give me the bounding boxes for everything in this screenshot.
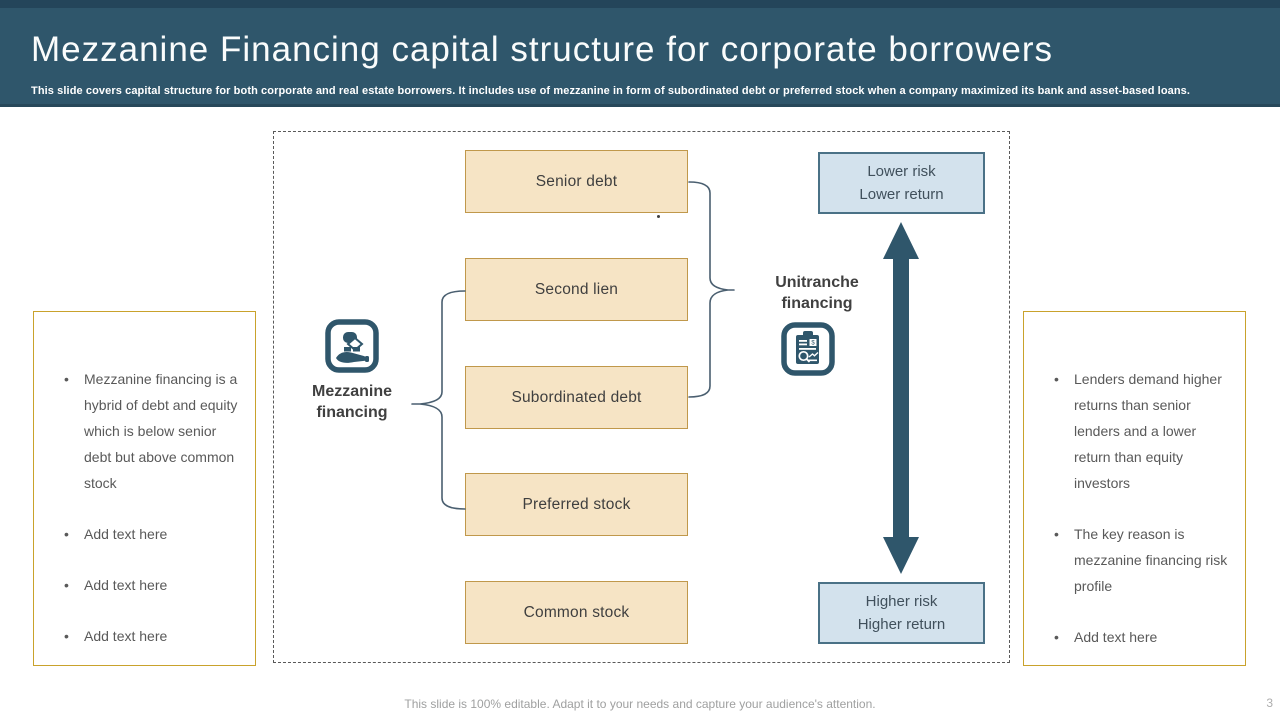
risk-line: Higher risk xyxy=(865,593,938,610)
lower-risk-box: Lower risk Lower return xyxy=(818,152,985,214)
list-item: • Mezzanine financing is a hybrid of debt… xyxy=(62,366,243,496)
bullet-dot: • xyxy=(64,577,69,593)
stack-box-second-lien: Second lien xyxy=(465,258,688,321)
bullet-dot: • xyxy=(1054,371,1059,387)
stack-box-subordinated-debt: Subordinated debt xyxy=(465,366,688,429)
list-item: • Add text here xyxy=(1052,624,1233,650)
header: Mezzanine Financing capital structure fo… xyxy=(0,0,1280,107)
left-notes-panel: • Mezzanine financing is a hybrid of debt… xyxy=(33,311,256,666)
footer-note: This slide is 100% editable. Adapt it to… xyxy=(404,697,876,711)
list-item: • Lenders demand higher returns than seni… xyxy=(1052,366,1233,496)
unitranche-brace xyxy=(688,181,735,398)
bullet-text: Add text here xyxy=(1074,629,1158,645)
right-notes-panel: • Lenders demand higher returns than seni… xyxy=(1023,311,1246,666)
risk-line: Lower return xyxy=(859,186,944,203)
bullet-dot: • xyxy=(64,628,69,644)
stack-box-senior-debt: Senior debt xyxy=(465,150,688,213)
bullet-text: The key reason is mezzanine financing ri… xyxy=(1074,526,1228,594)
bullet-dot: • xyxy=(64,371,69,387)
left-bullet-list: • Mezzanine financing is a hybrid of debt… xyxy=(34,312,255,649)
stack-box-common-stock: Common stock xyxy=(465,581,688,644)
page-number: 3 xyxy=(1266,696,1273,710)
slide-subtitle: This slide covers capital structure for … xyxy=(31,85,1191,97)
bullet-text: Add text here xyxy=(84,526,168,542)
risk-line: Lower risk xyxy=(867,163,936,180)
bullet-dot: • xyxy=(64,526,69,542)
mezzanine-brace xyxy=(411,290,466,510)
right-bullet-list: • Lenders demand higher returns than seni… xyxy=(1024,312,1245,650)
bullet-text: Add text here xyxy=(84,577,168,593)
clipboard-analysis-icon: $ xyxy=(780,321,836,377)
list-item: • Add text here xyxy=(62,572,243,598)
list-item: • Add text here xyxy=(62,623,243,649)
unitranche-financing-label: Unitranche financing xyxy=(775,274,859,312)
bullet-dot: • xyxy=(1054,526,1059,542)
stray-dot-artifact xyxy=(657,215,660,218)
header-top-strip xyxy=(0,0,1280,8)
diagram-dashed-container xyxy=(273,131,1010,663)
higher-risk-box: Higher risk Higher return xyxy=(818,582,985,644)
slide-title: Mezzanine Financing capital structure fo… xyxy=(31,30,1053,69)
double-headed-arrow xyxy=(883,222,919,574)
bullet-text: Mezzanine financing is a hybrid of debt … xyxy=(84,371,238,491)
hand-holding-money-icon xyxy=(324,318,380,374)
stack-box-preferred-stock: Preferred stock xyxy=(465,473,688,536)
list-item: • The key reason is mezzanine financing r… xyxy=(1052,521,1233,599)
bullet-text: Lenders demand higher returns than senio… xyxy=(1074,371,1222,491)
bullet-text: Add text here xyxy=(84,628,168,644)
list-item: • Add text here xyxy=(62,521,243,547)
svg-text:$: $ xyxy=(811,341,815,347)
risk-line: Higher return xyxy=(857,616,946,633)
bullet-dot: • xyxy=(1054,629,1059,645)
mezzanine-financing-label: Mezzanine financing xyxy=(311,383,392,421)
